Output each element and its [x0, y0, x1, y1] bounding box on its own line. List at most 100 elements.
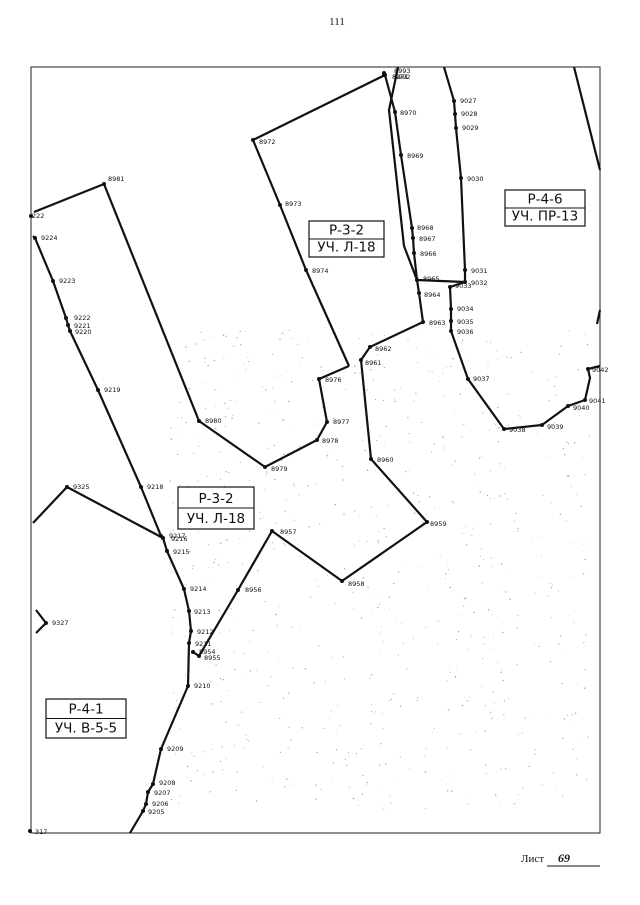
scan-speck: [561, 648, 562, 650]
scan-speck: [186, 765, 189, 768]
scan-speck: [424, 808, 427, 810]
scan-speck: [566, 475, 569, 477]
scan-speck: [193, 755, 195, 757]
scan-speck: [189, 551, 191, 553]
scan-speck: [362, 577, 364, 579]
scan-speck: [257, 570, 259, 572]
scan-speck: [383, 527, 385, 530]
point-number: 8980: [205, 417, 222, 425]
boundary-line: [453, 113, 467, 282]
scan-speck: [355, 753, 358, 755]
scan-speck: [360, 617, 363, 619]
scan-speck: [246, 738, 248, 740]
scan-speck: [562, 737, 564, 739]
map-frame: [30, 66, 601, 834]
scan-speck: [224, 425, 226, 427]
scan-speck: [190, 780, 192, 782]
scan-speck: [287, 747, 289, 750]
scan-speck: [453, 502, 455, 504]
scan-speck: [231, 608, 233, 610]
scan-speck: [355, 583, 357, 585]
scan-speck: [500, 805, 502, 807]
scan-speck: [225, 758, 227, 760]
scan-speck: [301, 357, 303, 359]
vertex-dot: [340, 579, 344, 583]
scan-speck: [366, 389, 368, 391]
boundary-line: [35, 609, 48, 634]
scan-speck: [421, 567, 422, 568]
scan-speck: [463, 598, 465, 600]
scan-speck: [316, 423, 318, 425]
scan-speck: [336, 749, 338, 751]
scan-speck: [174, 609, 176, 611]
scan-speck: [205, 407, 207, 409]
scan-speck: [210, 680, 212, 682]
scan-speck: [372, 379, 374, 381]
vertex-dot: [317, 377, 321, 381]
scan-speck: [507, 392, 509, 394]
scan-speck: [266, 471, 268, 473]
scan-speck: [282, 330, 284, 332]
vertex-dot: [454, 126, 458, 130]
scan-speck: [422, 527, 424, 528]
scan-speck: [371, 711, 373, 713]
scan-speck: [461, 339, 464, 341]
scan-speck: [505, 591, 507, 593]
scan-speck: [576, 739, 578, 741]
scan-speck: [463, 605, 465, 607]
scan-speck: [394, 389, 396, 391]
point-number: 222: [32, 212, 44, 220]
zone-label-box: Р-4-1УЧ. В-5-5: [45, 698, 127, 739]
scan-speck: [375, 398, 377, 401]
scan-speck: [196, 770, 198, 772]
scan-speck: [439, 381, 440, 382]
scan-speck: [286, 535, 288, 536]
point-number: 9032: [471, 279, 488, 287]
scan-speck: [480, 548, 483, 550]
scan-speck: [504, 468, 506, 469]
scan-speck: [243, 363, 245, 365]
point-number: 9036: [457, 328, 474, 336]
scan-speck: [550, 424, 552, 426]
scan-speck: [499, 463, 501, 465]
scan-speck: [372, 334, 373, 335]
scan-speck: [421, 421, 423, 424]
scan-speck: [259, 518, 261, 520]
point-number: 9215: [173, 548, 190, 556]
scan-speck: [184, 636, 186, 638]
scan-speck: [486, 773, 488, 775]
scan-speck: [380, 625, 382, 627]
scan-speck: [240, 711, 242, 713]
scan-speck: [214, 405, 216, 407]
scan-speck: [361, 748, 363, 750]
scan-speck: [220, 700, 222, 703]
scan-speck: [301, 727, 303, 729]
scan-speck: [465, 526, 467, 528]
point-number: 8981: [108, 175, 125, 183]
point-number: 9040: [573, 404, 590, 412]
scan-speck: [555, 789, 557, 791]
scan-speck: [530, 716, 532, 718]
point-number: 9030: [467, 175, 484, 183]
scan-speck: [242, 674, 243, 676]
scan-speck: [431, 731, 433, 733]
point-number: 9207: [154, 789, 171, 797]
scan-speck: [205, 430, 207, 432]
scan-speck: [256, 669, 257, 671]
scan-speck: [433, 353, 435, 355]
scan-speck: [171, 627, 172, 628]
scan-speck: [339, 724, 340, 726]
vertex-dot: [191, 650, 195, 654]
scan-speck: [490, 711, 492, 713]
scan-speck: [587, 736, 589, 738]
scan-speck: [431, 371, 433, 372]
zone-code: Р-4-6: [527, 191, 562, 207]
scan-speck: [315, 784, 317, 786]
scan-speck: [501, 669, 503, 671]
scan-speck: [369, 677, 371, 679]
scan-speck: [204, 362, 206, 364]
scan-speck: [299, 445, 301, 448]
scan-speck: [393, 693, 395, 695]
point-number: 9210: [194, 682, 211, 690]
scan-speck: [489, 470, 491, 472]
